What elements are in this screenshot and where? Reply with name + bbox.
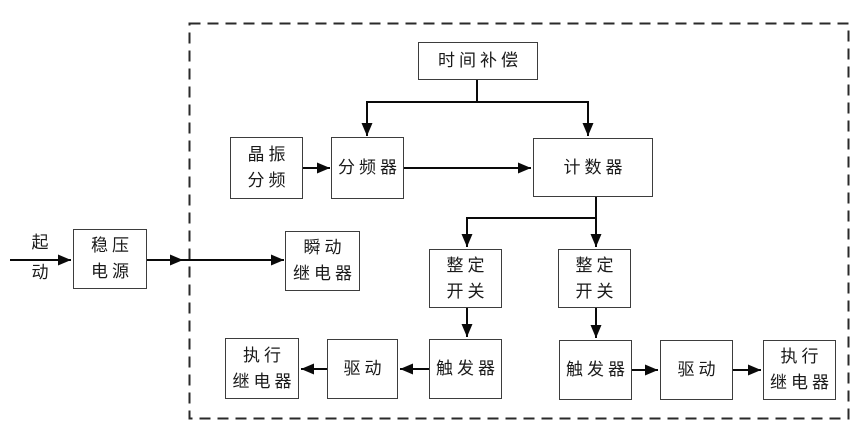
box-trigger-right-label: 触发器 xyxy=(566,360,629,379)
box-drive-right: 驱动 xyxy=(660,340,733,400)
box-power-supply-line1: 稳压 xyxy=(91,236,133,255)
box-setting-switch-left-line2: 开关 xyxy=(446,281,489,301)
box-exec-relay-right: 执行 继电器 xyxy=(763,340,836,400)
box-exec-relay-left-line2: 继电器 xyxy=(232,371,296,391)
box-exec-relay-left-line1: 执行 xyxy=(243,345,285,365)
box-trigger-left-label: 触发器 xyxy=(436,359,499,378)
box-instant-relay: 瞬动 继电器 xyxy=(285,231,360,291)
box-setting-switch-right: 整定 开关 xyxy=(558,249,631,308)
box-setting-switch-left: 整定 开关 xyxy=(429,249,502,308)
box-exec-relay-right-line2: 继电器 xyxy=(770,373,833,392)
box-trigger-left: 触发器 xyxy=(429,339,502,399)
box-crystal-divider: 晶振 分频 xyxy=(230,137,303,199)
box-power-supply-line2: 电源 xyxy=(91,262,133,281)
box-time-compensation-label: 时间补偿 xyxy=(438,51,522,70)
box-drive-right-label: 驱动 xyxy=(677,360,720,379)
box-drive-left-label: 驱动 xyxy=(343,359,386,378)
box-exec-relay-left: 执行 继电器 xyxy=(225,338,299,399)
box-crystal-divider-line1: 晶振 xyxy=(247,145,290,164)
box-freq-divider-label: 分频器 xyxy=(338,158,401,177)
box-instant-relay-line2: 继电器 xyxy=(293,264,356,283)
box-instant-relay-line1: 瞬动 xyxy=(303,238,346,257)
box-time-compensation: 时间补偿 xyxy=(418,42,538,80)
start-label-line2: 动 xyxy=(31,263,49,282)
box-counter: 计数器 xyxy=(533,138,653,197)
box-counter-label: 计数器 xyxy=(563,157,627,177)
box-trigger-right: 触发器 xyxy=(559,340,632,400)
box-freq-divider: 分频器 xyxy=(331,137,404,199)
box-exec-relay-right-line1: 执行 xyxy=(780,347,823,366)
box-crystal-divider-line2: 分频 xyxy=(247,171,290,190)
box-drive-left: 驱动 xyxy=(327,339,398,399)
start-label: 起 动 xyxy=(23,230,57,286)
box-setting-switch-right-line2: 开关 xyxy=(575,281,618,301)
box-power-supply: 稳压 电源 xyxy=(73,229,147,289)
box-setting-switch-left-line1: 整定 xyxy=(446,255,489,275)
dashed-enclosure xyxy=(188,22,850,420)
start-label-line1: 起 xyxy=(31,233,49,252)
box-setting-switch-right-line1: 整定 xyxy=(575,255,618,275)
